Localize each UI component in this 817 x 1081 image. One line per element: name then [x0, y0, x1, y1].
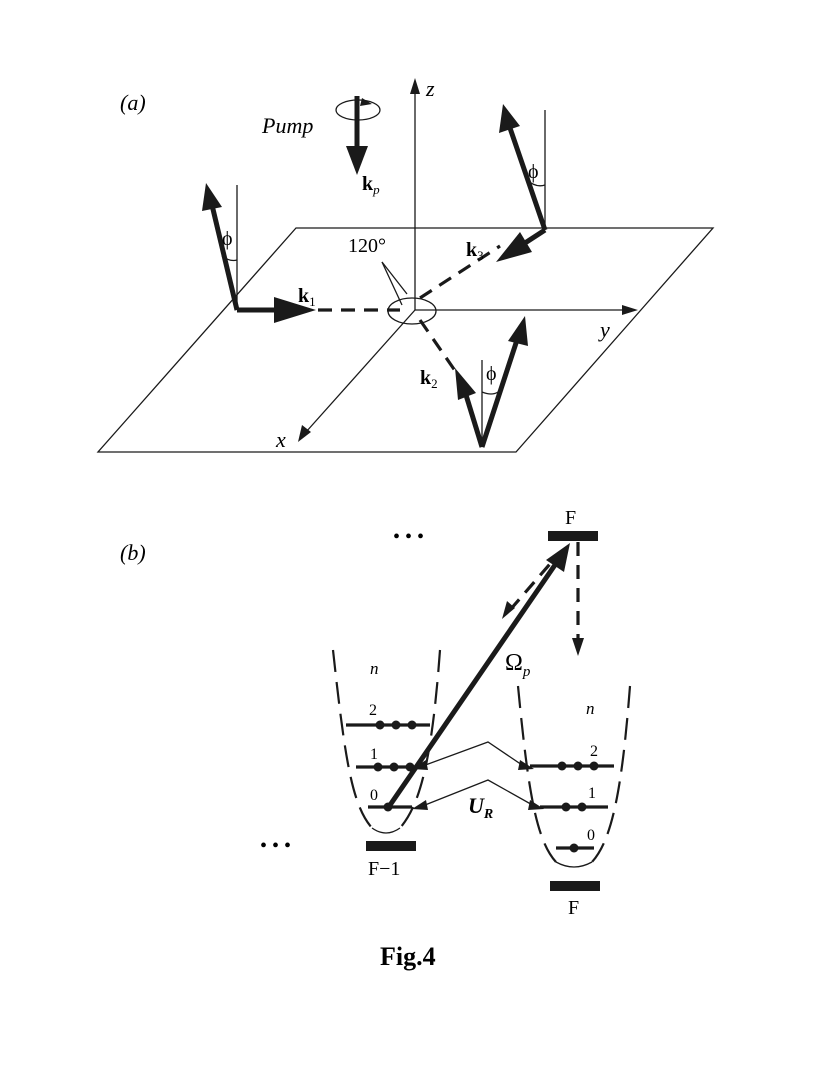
k2-dashed-path	[418, 319, 460, 376]
left-well-left-wall	[331, 649, 373, 829]
pump-transition-arrow	[385, 560, 560, 810]
k2-reflected-arrowhead	[508, 316, 528, 346]
left-atom-dot	[373, 762, 383, 772]
figure-caption: Fig.4	[380, 942, 436, 971]
right-vib-level-1-label: 1	[588, 785, 596, 802]
k3-reflected-beam	[507, 127, 548, 231]
pump-label: Pump	[261, 113, 313, 138]
decay-dashed-arrowhead-upper	[551, 548, 564, 566]
k3-reflected-arrowhead	[499, 104, 520, 133]
k3-phi-label: ϕ	[528, 161, 539, 183]
angle-label: 120°	[348, 235, 386, 257]
raman-lower-right-arrowhead	[528, 800, 544, 810]
k1-phi-arc	[221, 255, 238, 262]
k2-label: k2	[420, 367, 438, 391]
pump-arrowhead	[346, 146, 368, 175]
xy-plane	[96, 227, 715, 453]
k2-arrowhead	[455, 368, 476, 400]
right-atom-dot	[561, 802, 571, 812]
y-axis-label: y	[598, 317, 610, 342]
right-well-n-label: n	[586, 699, 595, 718]
right-atom-dot	[573, 761, 583, 771]
x-axis	[305, 309, 416, 433]
k2-phi-arc	[481, 391, 499, 395]
left-atom-dot	[391, 720, 401, 730]
raman-upper-left-arrowhead	[412, 760, 428, 770]
left-vib-level-0-label: 0	[370, 787, 378, 804]
right-well-left-wall	[516, 685, 557, 863]
left-vib-level-2-label: 2	[369, 702, 377, 719]
decay-dashed-arrowhead-lower	[502, 601, 515, 619]
left-well-right-wall	[399, 649, 442, 829]
rabi-label: Ωp	[505, 650, 531, 680]
right-well-right-wall	[591, 685, 632, 863]
right-vib-level-2-label: 2	[590, 743, 598, 760]
left-atom-dot	[407, 720, 417, 730]
raman-coupling-upper	[419, 741, 526, 768]
ground-level-F	[550, 881, 600, 891]
angle-pointer-2	[381, 261, 408, 295]
ground-level-F-label: F	[568, 897, 579, 919]
angle-marker	[387, 297, 437, 325]
decay-dashed-line	[508, 555, 558, 612]
k1-phi-label: ϕ	[222, 228, 233, 250]
decay-down-arrowhead	[572, 638, 584, 656]
k3-arrowhead	[496, 232, 532, 262]
right-vib-level-0-label: 0	[587, 827, 595, 844]
k3-label: k3	[466, 239, 484, 263]
ellipsis-left: • • •	[260, 835, 291, 857]
coupling-label: UR	[468, 793, 493, 822]
k2-beam	[463, 394, 485, 448]
panel-a-label: (a)	[120, 90, 146, 115]
x-axis-arrowhead	[298, 425, 311, 442]
raman-upper-right-arrowhead	[518, 760, 534, 770]
kp-label: kp	[362, 173, 380, 197]
k1-label: k1	[298, 285, 316, 309]
left-atom-dot	[389, 762, 399, 772]
panel-b: (b) • • • • • • F F−1 F n 2 1 0	[120, 507, 632, 919]
panel-b-label: (b)	[120, 540, 146, 565]
x-axis-label: x	[275, 427, 286, 452]
left-well-bottom	[371, 827, 401, 834]
right-atom-dot	[569, 843, 579, 853]
z-axis-label: z	[425, 76, 435, 101]
angle-pointer-1	[381, 261, 403, 306]
raman-coupling-lower	[419, 779, 537, 808]
k3-dashed-path	[419, 244, 501, 300]
left-vib-level-1-label: 1	[370, 746, 378, 763]
ground-level-F-minus-1-label: F−1	[368, 858, 400, 880]
excited-level-F	[548, 531, 598, 541]
raman-lower-left-arrowhead	[412, 800, 428, 810]
pump-rotation-arrowhead	[360, 98, 372, 106]
k3-beam	[523, 227, 547, 246]
left-well-n-label: n	[370, 659, 379, 678]
left-atom-dot	[375, 720, 385, 730]
right-atom-dot	[589, 761, 599, 771]
panel-a: (a) z y x Pump kp 120°	[96, 76, 715, 453]
right-atom-dot	[577, 802, 587, 812]
k1-arrowhead	[274, 297, 316, 323]
right-well-bottom	[555, 861, 593, 868]
excited-level-F-label: F	[565, 507, 576, 529]
right-atom-dot	[557, 761, 567, 771]
z-axis-arrowhead	[410, 78, 420, 94]
k2-reflected-beam	[479, 339, 520, 448]
ground-level-F-minus-1	[366, 841, 416, 851]
k1-reflected-arrowhead	[202, 183, 222, 211]
y-axis-arrowhead	[622, 305, 638, 315]
k2-phi-label: ϕ	[486, 363, 497, 385]
ellipsis-top: • • •	[393, 526, 424, 548]
k3-phi-arc	[526, 179, 546, 187]
